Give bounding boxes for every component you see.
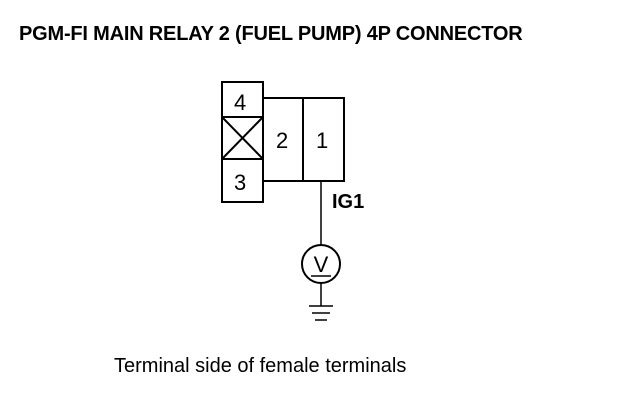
pin-3-label: 3 xyxy=(234,170,246,195)
voltmeter-icon: V xyxy=(301,244,341,284)
connector-4p xyxy=(221,81,345,203)
pin-2-label: 2 xyxy=(276,128,288,153)
view-caption: Terminal side of female terminals xyxy=(114,355,407,377)
ground-icon xyxy=(309,283,333,321)
unused-cavity-cross-b xyxy=(221,116,264,160)
signal-label-ig1: IG1 xyxy=(332,191,364,213)
voltmeter-symbol: V xyxy=(314,252,329,277)
pin-1-label: 1 xyxy=(316,128,328,153)
diagram-title: PGM-FI MAIN RELAY 2 (FUEL PUMP) 4P CONNE… xyxy=(19,23,523,45)
pin-4-label: 4 xyxy=(234,90,246,115)
